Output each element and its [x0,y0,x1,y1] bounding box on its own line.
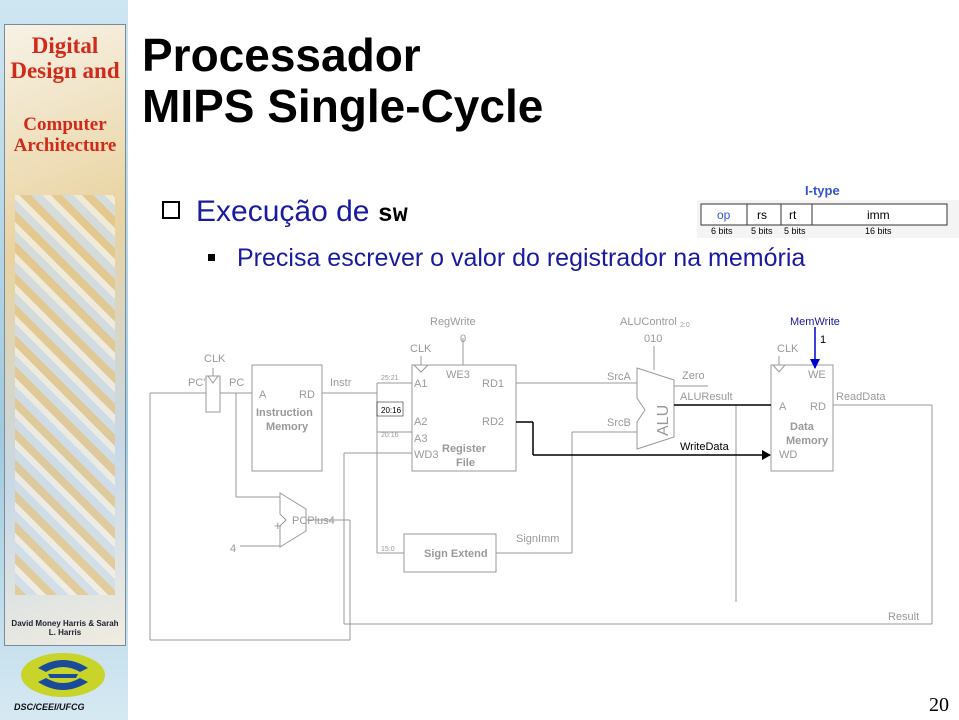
label-rf-rd1: RD1 [482,378,504,390]
label-four: 4 [230,543,236,555]
bullet-2: Precisa escrever o valor do registrador … [208,244,805,273]
label-pc: PC [229,377,244,389]
label-memwrite: MemWrite [790,316,840,328]
book-authors: David Money Harris & Sarah L. Harris [11,619,119,637]
label-pcplus4: PCPlus4 [292,515,335,527]
label-rf-a2: A2 [414,416,427,428]
itype-size-rt: 5 bits [784,226,806,236]
label-readdata: ReadData [836,391,886,403]
label-dm-rd: RD [810,401,826,413]
title-line-1: Processador [142,29,421,81]
checkbox-bullet-icon [162,201,180,219]
book-title-1: Digital Design and [10,33,120,84]
title-line-2: MIPS Single-Cycle [142,80,544,132]
label-imem-name1: Instruction [256,407,313,419]
book-cover: Digital Design and Computer Architecture… [4,24,126,646]
label-regwrite-val: 0 [460,333,466,345]
inactive-wires [149,338,933,641]
label-writedata: WriteData [680,441,730,453]
pc-register [205,375,221,413]
label-alu: ALU [655,405,672,436]
logo-text: DSC/CEEI/UFCG [14,702,85,712]
page-number: 20 [929,694,949,716]
label-dm-wd: WD [779,449,797,461]
label-rf-a3: A3 [414,433,427,445]
label-aluresult: ALUResult [680,391,733,403]
label-imem-rd: RD [299,389,315,401]
label-alucontrol: ALUControl [620,316,677,328]
label-instr: Instr [330,377,352,389]
memwrite-arrow-icon [810,359,820,369]
itype-field-rs: rs [757,208,767,222]
label-alucontrol-val: 010 [644,333,662,345]
book-title-2: Computer Architecture [13,114,117,156]
itype-format: I-type op rs rt imm 6 bits 5 bits 5 bits… [697,183,959,238]
bullet-1-text: Execução de [196,195,378,228]
label-rf-we3: WE3 [446,369,470,381]
label-imem-a: A [259,389,267,401]
alu [636,367,675,450]
label-dm-a: A [779,401,787,413]
itype-size-imm: 16 bits [865,226,892,236]
pc-adder [279,492,307,548]
label-clk-rf: CLK [410,343,432,355]
label-zero: Zero [682,370,705,382]
bullet-1: Execução de sw [162,195,408,229]
itype-size-rs: 5 bits [751,226,773,236]
label-signimm: SignImm [516,533,559,545]
label-dm-name2: Memory [786,435,829,447]
label-dm-name1: Data [790,421,815,433]
itype-header: I-type [805,183,840,198]
label-rf-a1: A1 [414,378,427,390]
label-bits-25-21: 25:21 [381,375,399,382]
label-bits-20-16-a: 20:16 [381,406,402,415]
label-bits-20-16-b: 20:16 [381,432,399,439]
label-rf-name1: Register [442,443,487,455]
label-srca: SrcA [607,371,632,383]
writedata-arrow-icon [762,450,771,460]
label-clk-dm: CLK [777,343,799,355]
itype-field-rt: rt [789,208,797,222]
book-illustration [15,195,115,595]
label-pc-prime: PC' [188,377,205,389]
bullet-2-text: Precisa escrever o valor do registrador … [237,244,806,272]
itype-field-imm: imm [867,208,890,222]
label-result: Result [888,611,919,623]
slide-title: Processador MIPS Single-Cycle [142,30,543,132]
active-wires [516,404,771,456]
register-file [411,364,517,472]
label-imem-name2: Memory [266,421,309,433]
square-bullet-icon [208,254,215,261]
label-regwrite: RegWrite [430,316,476,328]
label-memwrite-val: 1 [820,334,826,346]
university-logo [21,653,105,697]
itype-field-op: op [717,208,731,222]
label-rf-rd2: RD2 [482,416,504,428]
instruction-memory [251,364,323,472]
label-alucontrol-sub: 2:0 [680,322,690,329]
label-plus: + [274,518,282,533]
bullet-1-code: sw [377,200,408,229]
label-rf-wd3: WD3 [414,449,438,461]
label-rf-name2: File [456,457,475,469]
label-clk-pc: CLK [204,353,226,365]
label-bits-15-0: 15:0 [381,546,395,553]
label-dm-we: WE [808,369,826,381]
data-memory [770,364,834,472]
sidebar: Digital Design and Computer Architecture… [0,0,128,720]
itype-size-op: 6 bits [711,226,733,236]
label-sign-extend: Sign Extend [424,548,488,560]
label-srcb: SrcB [607,417,631,429]
